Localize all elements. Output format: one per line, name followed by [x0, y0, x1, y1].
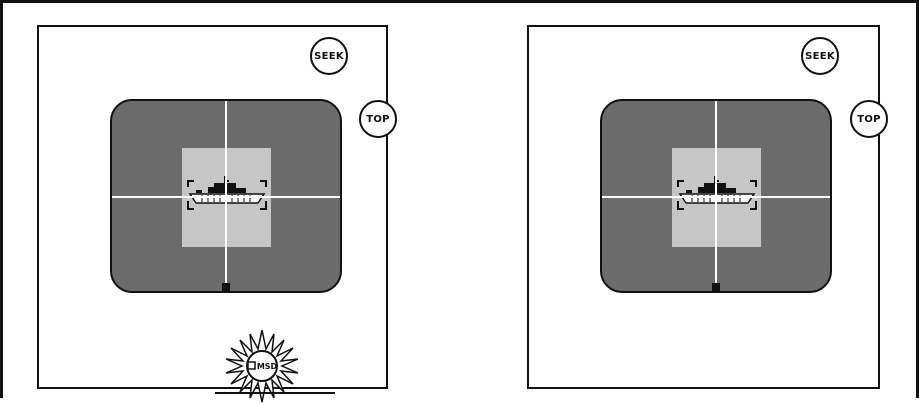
reticle-post [712, 283, 720, 291]
left-display-panel: SEEK TOP [37, 25, 388, 389]
seek-button[interactable]: SEEK [801, 37, 839, 75]
ship-target-icon [186, 173, 268, 217]
msd-underline [215, 392, 335, 394]
right-display-panel: SEEK TOP [527, 25, 880, 389]
top-button[interactable]: TOP [359, 100, 397, 138]
crosshair-horizontal [602, 196, 830, 198]
top-button[interactable]: TOP [850, 100, 888, 138]
reticle-post [222, 283, 230, 291]
seek-button[interactable]: SEEK [310, 37, 348, 75]
ship-target-icon [676, 173, 758, 217]
msd-label: MSD [257, 362, 278, 371]
sight-display [600, 99, 832, 293]
sight-display [110, 99, 342, 293]
crosshair-horizontal [112, 196, 340, 198]
